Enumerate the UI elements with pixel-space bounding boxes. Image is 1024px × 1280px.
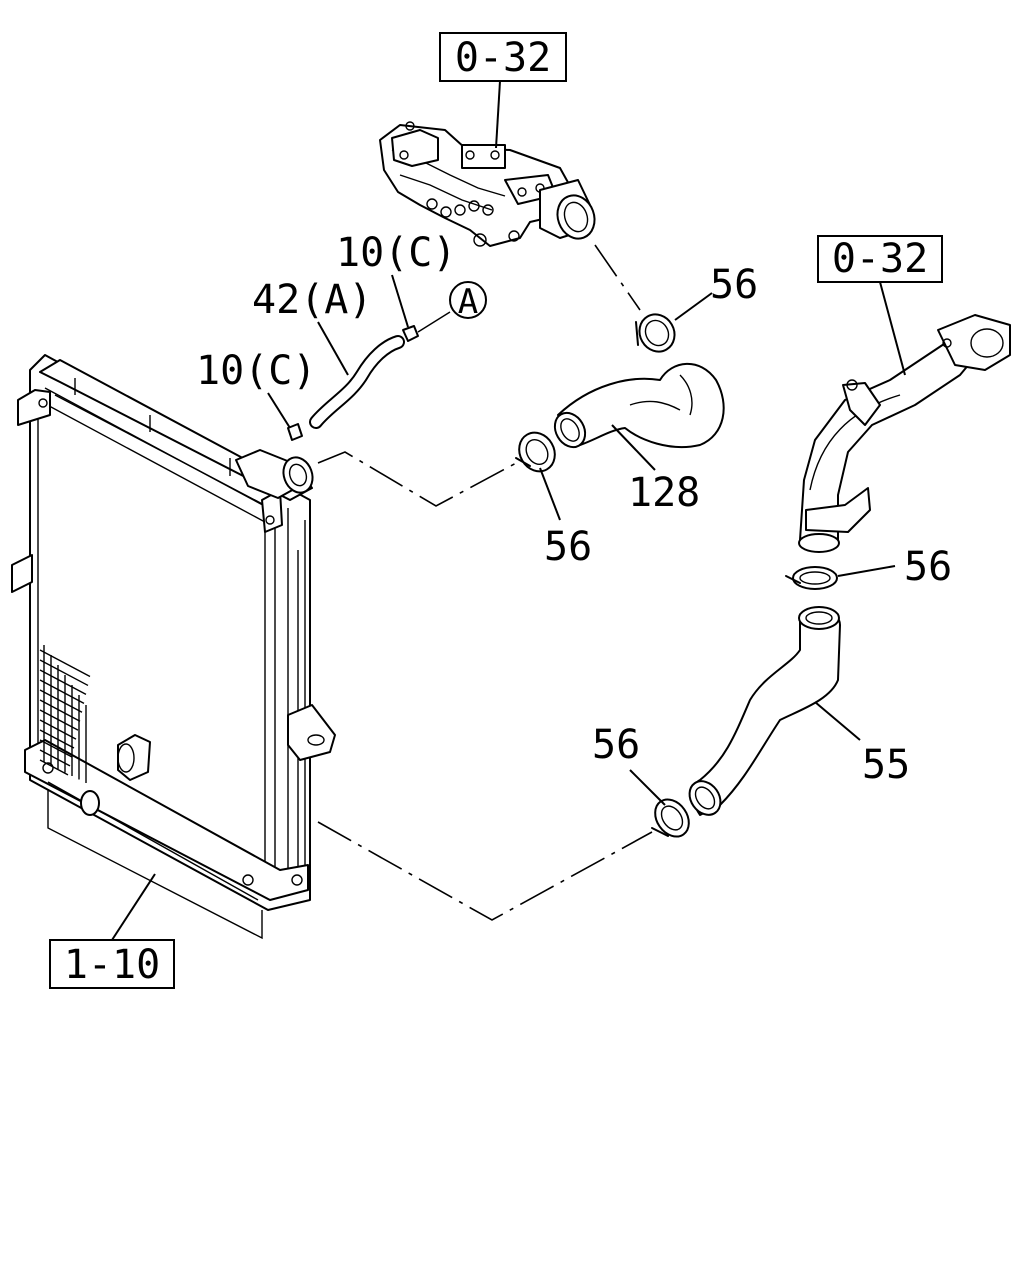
bolt-10-left xyxy=(267,392,303,441)
reference-box-pipe: 0-32 xyxy=(817,235,943,376)
clamp-lower xyxy=(629,769,690,838)
label-hose-128: 128 xyxy=(628,470,700,516)
core-fin-line xyxy=(39,709,79,731)
core-fin-line xyxy=(39,689,83,713)
label-clamp-lower: 56 xyxy=(592,722,640,768)
label-hose-55: 55 xyxy=(862,742,910,788)
circle-a-label: A xyxy=(458,282,478,322)
core-fin-line xyxy=(39,729,75,749)
core-fin-line xyxy=(39,669,87,695)
core-fin-line xyxy=(39,679,85,704)
hose-128 xyxy=(553,362,725,471)
bolt-10-upper xyxy=(391,274,451,342)
core-fin-line xyxy=(39,649,91,678)
core-fin-line xyxy=(39,699,81,722)
label-bolt-10-left: 10(C) xyxy=(196,348,316,394)
hose-42 xyxy=(309,321,405,429)
core-fin-line xyxy=(39,659,89,687)
reference-box-radiator: 1-10 xyxy=(49,873,175,989)
core-fin-line xyxy=(39,719,77,740)
clamp-top xyxy=(635,292,713,353)
label-clamp-top: 56 xyxy=(710,262,758,308)
clamp-right xyxy=(785,565,896,590)
core-fin-line xyxy=(39,759,69,776)
reference-label-radiator: 1-10 xyxy=(64,942,160,988)
radiator-core-grid xyxy=(39,645,91,783)
label-clamp-right: 56 xyxy=(904,544,952,590)
radiator xyxy=(11,354,336,940)
label-hose-42: 42(A) xyxy=(252,277,372,323)
circle-a-marker: A xyxy=(449,281,487,322)
label-bolt-10-upper: 10(C) xyxy=(336,230,456,276)
hose-55 xyxy=(688,606,861,816)
label-clamp-mid-left: 56 xyxy=(544,524,592,570)
water-pipe xyxy=(798,314,1011,553)
core-fin-line xyxy=(39,739,73,758)
clamp-mid-left xyxy=(515,431,561,521)
core-fin-line xyxy=(39,749,71,767)
reference-label-manifold: 0-32 xyxy=(455,35,551,81)
thermostat-manifold xyxy=(379,121,596,247)
reference-label-pipe: 0-32 xyxy=(832,236,928,282)
reference-box-manifold: 0-32 xyxy=(439,32,567,149)
